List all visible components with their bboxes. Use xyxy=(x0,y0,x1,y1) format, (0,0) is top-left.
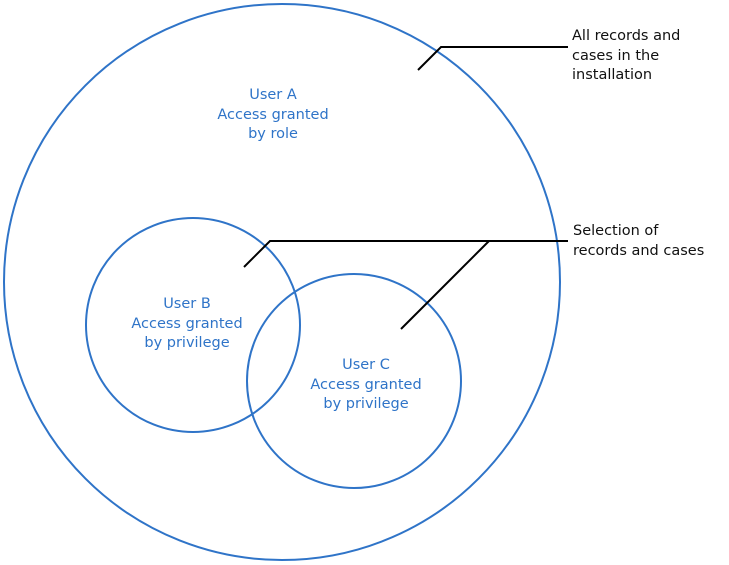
user-b-label: User B Access granted by privilege xyxy=(131,295,242,354)
all-records-line-3: installation xyxy=(572,67,653,83)
user-b-name: User B xyxy=(163,296,211,312)
user-a-label: User A Access granted by role xyxy=(217,86,328,145)
all-records-line-1: All records and xyxy=(572,28,681,44)
user-c-circle xyxy=(246,273,462,489)
all-records-line-2: cases in the xyxy=(572,47,660,64)
user-c-label: User C Access granted by privilege xyxy=(310,356,421,415)
user-c-method: by privilege xyxy=(323,396,409,412)
selection-line-2: records and cases xyxy=(573,242,705,259)
user-b-method: by privilege xyxy=(144,335,230,351)
user-c-access: Access granted xyxy=(310,376,422,393)
user-a-access: Access granted xyxy=(217,106,329,123)
callout-line-selection-b xyxy=(243,240,568,268)
callout-line-all-records xyxy=(417,46,568,71)
selection-line-1: Selection of xyxy=(573,223,659,239)
user-b-access: Access granted xyxy=(131,315,243,332)
user-b-circle xyxy=(85,217,301,433)
callout-line-selection-c xyxy=(400,240,490,330)
user-a-name: User A xyxy=(249,87,297,103)
installation-circle xyxy=(3,3,561,561)
user-a-method: by role xyxy=(248,126,298,142)
user-c-name: User C xyxy=(342,357,390,373)
all-records-callout: All records and cases in the installatio… xyxy=(572,27,680,86)
selection-callout: Selection of records and cases xyxy=(573,222,704,261)
